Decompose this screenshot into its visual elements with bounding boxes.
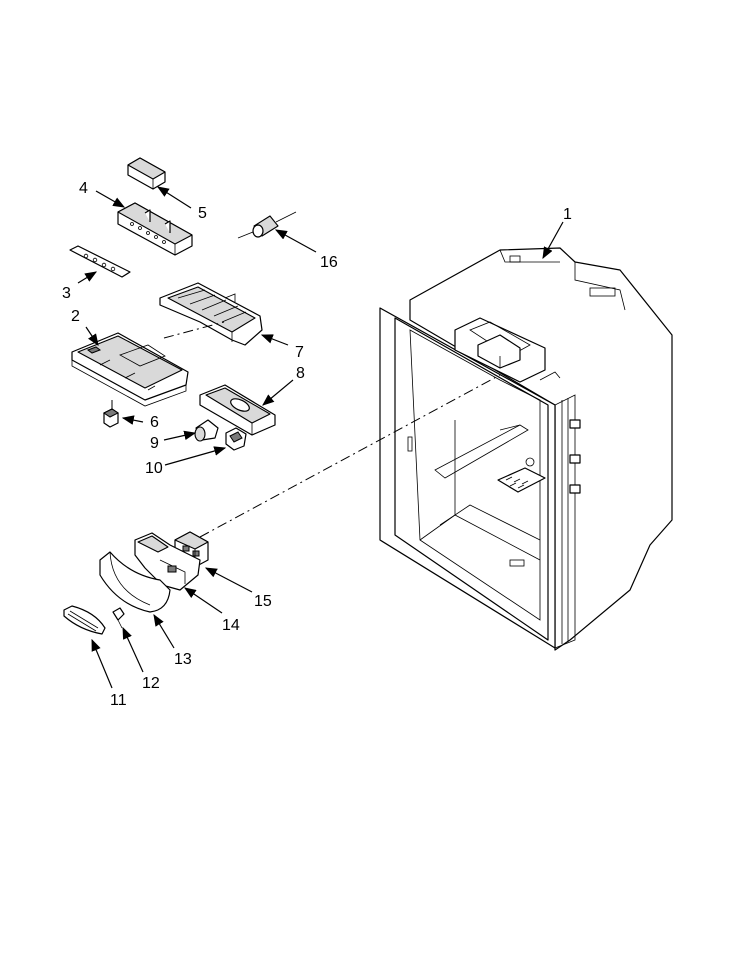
callout-11: 11 [110, 692, 127, 709]
part-1-liner[interactable] [379, 247, 673, 651]
callout-15: 15 [254, 593, 272, 610]
part-11-grille[interactable] [63, 605, 106, 635]
part-5-bracket[interactable] [127, 157, 166, 190]
part-16-cylinder[interactable] [237, 211, 297, 239]
callout-9: 9 [150, 435, 159, 452]
callout-1: 1 [563, 206, 572, 223]
part-7-tray[interactable] [159, 282, 263, 346]
callout-labels: 1 2 3 4 5 6 7 8 9 10 11 12 13 14 15 16 [62, 180, 572, 709]
callout-3: 3 [62, 285, 71, 302]
part-6-clip[interactable] [103, 408, 119, 428]
callout-5: 5 [198, 205, 207, 222]
callout-13: 13 [174, 651, 192, 668]
assembly-lines [111, 321, 501, 538]
callout-7: 7 [295, 344, 304, 361]
part-3-strip[interactable] [69, 245, 131, 278]
part-9-bulb[interactable] [194, 419, 219, 442]
part-14-bracket[interactable] [134, 532, 201, 591]
part-2-housing[interactable] [71, 332, 189, 407]
part-13-cover[interactable] [99, 551, 171, 613]
callout-10: 10 [145, 460, 163, 477]
part-10-socket[interactable] [225, 427, 247, 451]
callout-8: 8 [296, 365, 305, 382]
callout-16: 16 [320, 254, 338, 271]
part-4-connector[interactable] [117, 202, 193, 256]
callout-6: 6 [150, 414, 159, 431]
callout-2: 2 [71, 308, 80, 325]
callout-12: 12 [142, 675, 160, 692]
part-8-light-housing[interactable] [199, 384, 276, 436]
part-15-module[interactable] [174, 531, 209, 568]
callout-14: 14 [222, 617, 240, 634]
leader-lines [77, 186, 564, 689]
part-12-screw[interactable] [112, 607, 125, 629]
callout-4: 4 [79, 180, 88, 197]
